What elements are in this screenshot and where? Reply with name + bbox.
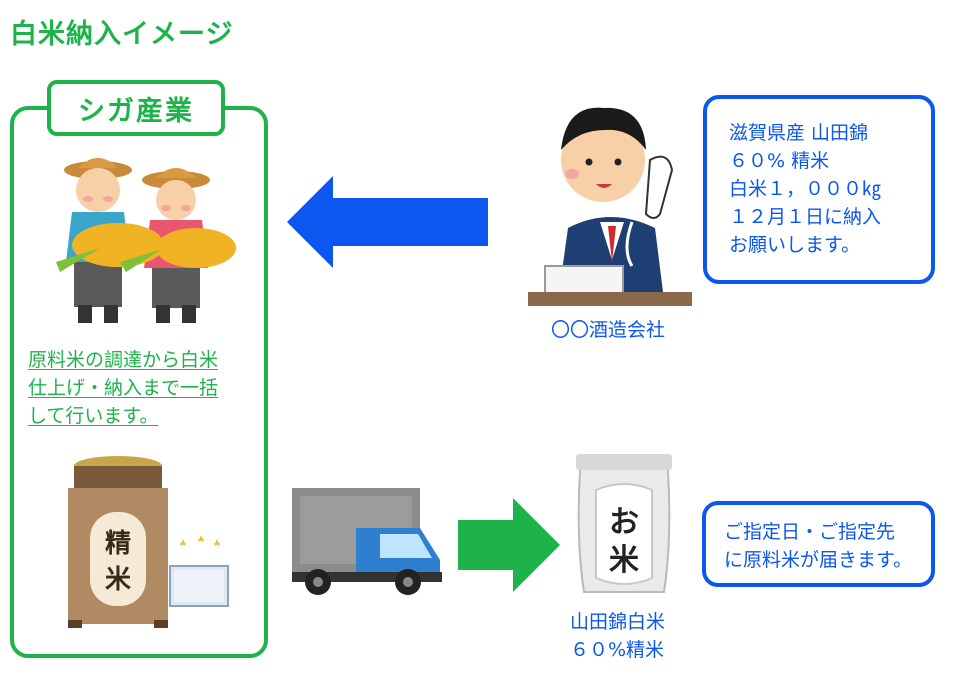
order-request-bubble: 滋賀県産 山田錦 ６０% 精米 白米１，０００㎏ １２月１日に納入 お願いします… xyxy=(703,95,935,284)
order-line-2: ６０% 精米 xyxy=(729,150,830,172)
delivery-line-2: に原料米が届きます。 xyxy=(724,549,913,571)
order-line-4: １２月１日に納入 xyxy=(729,206,882,228)
delivery-line-1: ご指定日・ご指定先 xyxy=(724,521,896,543)
farmers-with-rice-icon xyxy=(56,158,236,323)
rice-bag-icon: お 米 xyxy=(576,454,672,593)
delivery-info-bubble: ご指定日・ご指定先 に原料米が届きます。 xyxy=(702,501,935,587)
delivery-truck-icon xyxy=(292,488,442,595)
businessman-on-phone-icon xyxy=(528,107,692,306)
order-line-3: 白米１，０００㎏ xyxy=(729,178,882,200)
rice-caption: 山田錦白米 ６０%精米 xyxy=(570,608,665,664)
page-title: 白米納入イメージ xyxy=(10,19,234,50)
supplier-description: 原料米の調達から白米 仕上げ・納入まで一括 して行います。 xyxy=(28,346,260,430)
order-line-1: 滋賀県産 山田錦 xyxy=(729,122,869,144)
order-line-5: お願いします。 xyxy=(729,234,861,256)
rice-caption-line-1: 山田錦白米 xyxy=(570,611,666,633)
left-arrow-icon xyxy=(287,176,488,268)
rice-bag-label-top: お xyxy=(609,505,639,540)
machine-label-bottom: 米 xyxy=(105,565,131,595)
supplier-name-label: シガ産業 xyxy=(47,80,225,136)
customer-caption: 〇〇酒造会社 xyxy=(551,319,666,341)
description-line-2: 仕上げ・納入まで一括 xyxy=(28,377,219,399)
right-arrow-icon xyxy=(458,498,560,592)
description-line-1: 原料米の調達から白米 xyxy=(28,349,219,371)
rice-bag-label-bottom: 米 xyxy=(609,543,639,578)
description-line-3: して行います。 xyxy=(28,405,159,427)
machine-label-top: 精 xyxy=(105,529,131,559)
rice-polishing-machine-icon: 精 米 xyxy=(68,456,229,628)
rice-caption-line-2: ６０%精米 xyxy=(570,639,665,661)
